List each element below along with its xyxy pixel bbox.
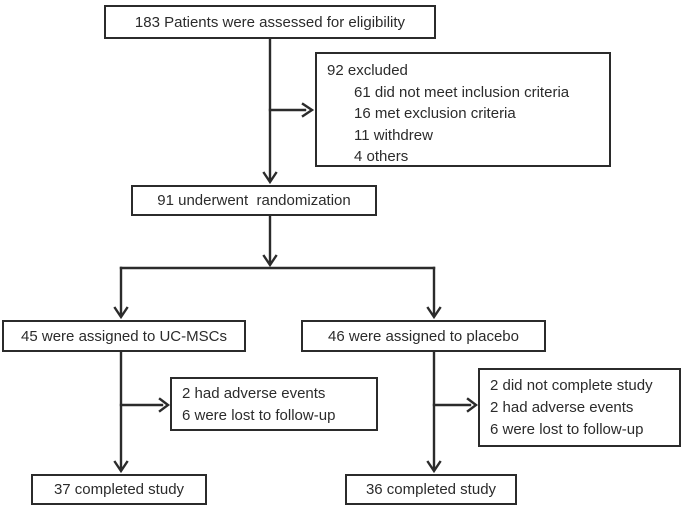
ucmsc-completed-box: 37 completed study	[31, 474, 207, 505]
placebo-dropout-item: 2 had adverse events	[490, 399, 634, 416]
arrow-to-excluded	[268, 102, 315, 118]
placebo-dropout-item: 2 did not complete study	[490, 377, 653, 394]
excluded-item: 61 did not meet inclusion criteria	[354, 83, 570, 101]
excluded-item: 16 met exclusion criteria	[354, 105, 516, 122]
ucmsc-dropout-item: 6 were lost to follow-up	[182, 407, 336, 424]
arrow-randomization-to-branch	[262, 214, 278, 268]
arrow-ucmsc-to-dropout	[119, 397, 170, 413]
excluded-title: 92 excluded	[327, 62, 408, 79]
arrow-placebo-to-dropout	[432, 397, 478, 413]
placebo-arm-box: 46 were assigned to placebo	[301, 320, 546, 352]
placebo-dropout-item: 6 were lost to follow-up	[490, 421, 644, 438]
excluded-box: 92 excluded 61 did not meet inclusion cr…	[315, 52, 611, 167]
ucmsc-arm-box: 45 were assigned to UC-MSCs	[2, 320, 246, 352]
arrow-branch-to-ucmsc	[113, 266, 129, 320]
randomization-box: 91 underwent randomization	[131, 185, 377, 216]
excluded-item: 4 others	[354, 148, 409, 165]
placebo-dropout-box: 2 did not complete study 2 had adverse e…	[478, 368, 681, 447]
arrow-branch-to-placebo	[426, 266, 442, 320]
ucmsc-arm-text: 45 were assigned to UC-MSCs	[21, 327, 227, 345]
ucmsc-dropout-box: 2 had adverse events 6 were lost to foll…	[170, 377, 378, 431]
excluded-item: 11 withdrew	[354, 126, 433, 144]
ucmsc-dropout-item: 2 had adverse events	[182, 385, 326, 402]
placebo-completed-box: 36 completed study	[345, 474, 517, 505]
arrow-placebo-to-completed	[426, 350, 442, 474]
placebo-arm-text: 46 were assigned to placebo	[328, 327, 519, 345]
eligibility-box: 183 Patients were assessed for eligibili…	[104, 5, 436, 39]
placebo-completed-text: 36 completed study	[365, 481, 497, 498]
ucmsc-completed-text: 37 completed study	[53, 481, 185, 498]
randomization-text: 91 underwent randomization	[157, 192, 351, 209]
arrow-ucmsc-to-completed	[113, 350, 129, 474]
eligibility-text: 183 Patients were assessed for eligibili…	[134, 13, 406, 31]
